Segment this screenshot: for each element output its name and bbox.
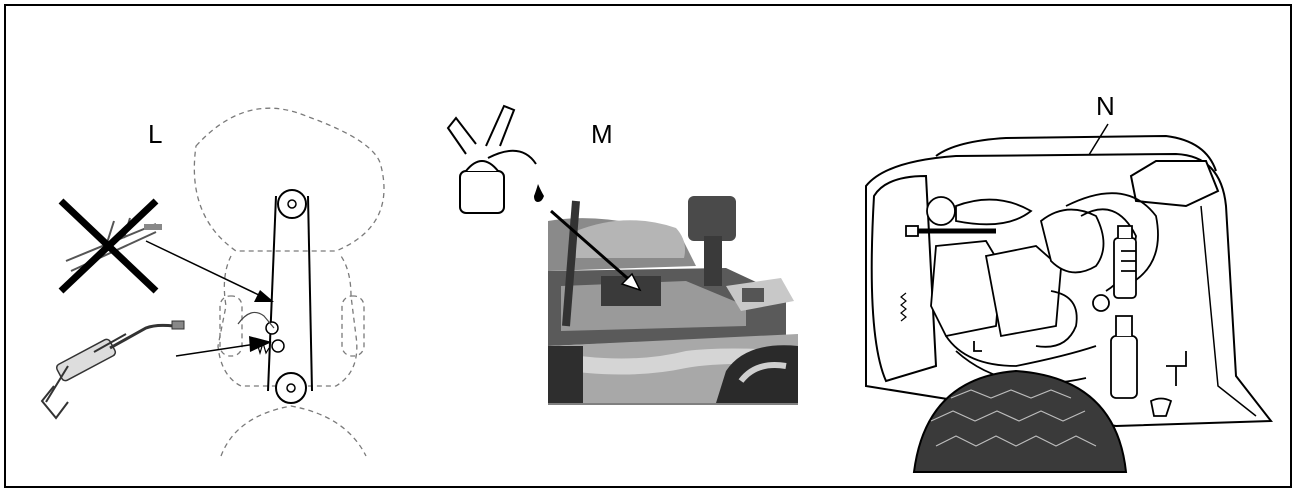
figure-frame: L xyxy=(4,4,1292,488)
oil-point-pointer xyxy=(550,209,635,286)
panel-l: L xyxy=(6,6,426,486)
arrow-head-1 xyxy=(254,290,274,302)
panel-m-drawing xyxy=(446,104,798,405)
panel-n-drawing xyxy=(865,123,1273,473)
tire-tread xyxy=(930,389,1097,447)
belt-left xyxy=(267,195,277,392)
panel-l-label: L xyxy=(148,119,163,149)
top-pulley xyxy=(277,189,307,219)
belt-right xyxy=(307,195,313,392)
left-wheel-outline xyxy=(219,295,243,357)
grease-gun-icon xyxy=(40,320,185,420)
panel-n: N xyxy=(826,6,1286,486)
mower-seat-outline xyxy=(193,107,385,252)
crossed-tool-icon xyxy=(58,198,162,294)
panel-m-label: M xyxy=(591,119,613,149)
tension-pulley-b xyxy=(271,339,285,353)
bottom-pulley xyxy=(275,372,307,404)
arrow-crossed-tool xyxy=(145,240,262,297)
oil-can-icon xyxy=(446,104,544,214)
panel-l-drawing xyxy=(40,107,385,457)
tension-arm xyxy=(237,311,275,329)
mower-deck-outline xyxy=(220,405,367,457)
panel-n-label: N xyxy=(1096,91,1115,121)
panel-m: M xyxy=(426,6,826,486)
arrow-grease-gun xyxy=(175,343,257,357)
mower-body-outline xyxy=(217,255,358,387)
tension-pulley-a xyxy=(265,321,279,335)
tire xyxy=(912,369,1128,473)
oil-point-arrowhead xyxy=(620,272,642,292)
arrow-head-2 xyxy=(249,336,272,352)
mower-photo xyxy=(548,196,798,405)
engine xyxy=(900,192,1187,417)
right-wheel-outline xyxy=(341,295,365,357)
